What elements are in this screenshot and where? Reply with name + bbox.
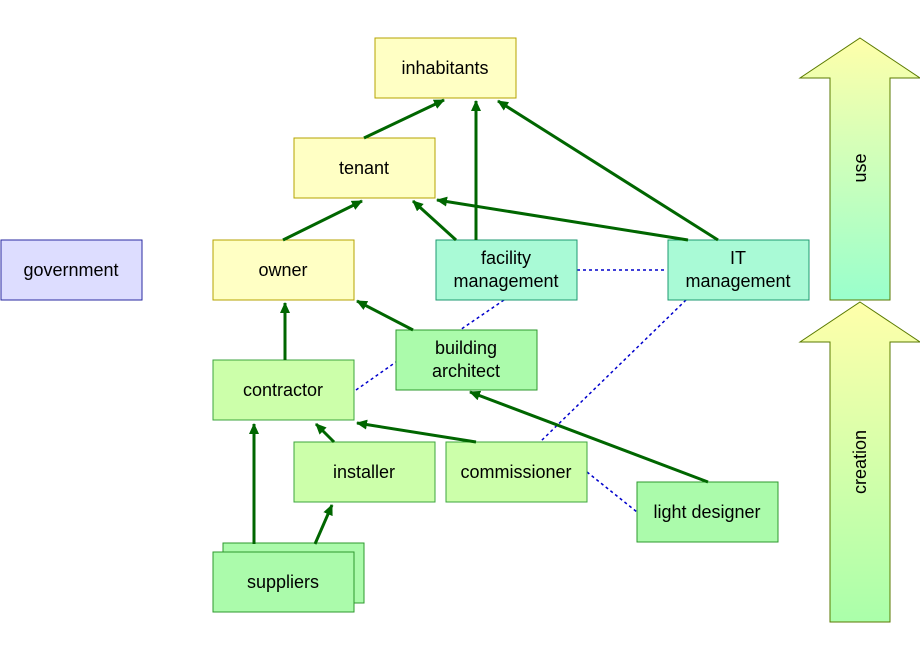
node-government: government bbox=[0, 239, 143, 301]
node-tenant: tenant bbox=[293, 137, 436, 199]
use-side-arrow: use bbox=[798, 37, 920, 301]
dotted-link-contractor-architect bbox=[355, 361, 397, 391]
node-it-management: IT management bbox=[667, 239, 810, 301]
building-architect-label-1: building bbox=[435, 338, 497, 358]
suppliers-label: suppliers bbox=[247, 572, 319, 592]
government-label: government bbox=[23, 260, 118, 280]
arrow-lightdesigner-to-architect bbox=[469, 390, 709, 484]
facility-management-label-1: facility bbox=[481, 248, 531, 268]
arrow-architect-to-owner bbox=[356, 299, 414, 332]
creation-side-arrow: creation bbox=[798, 301, 920, 623]
arrow-installer-to-contractor bbox=[314, 422, 336, 444]
tenant-label: tenant bbox=[339, 158, 389, 178]
arrow-it-to-tenant bbox=[436, 196, 689, 242]
node-inhabitants: inhabitants bbox=[374, 37, 517, 99]
node-suppliers: suppliers bbox=[212, 551, 355, 613]
arrow-owner-to-tenant bbox=[282, 199, 363, 242]
installer-label: installer bbox=[333, 462, 395, 482]
creation-label: creation bbox=[850, 430, 870, 494]
arrow-it-to-inhabitants bbox=[497, 99, 719, 242]
node-installer: installer bbox=[293, 441, 436, 503]
node-building-architect: building architect bbox=[395, 329, 538, 391]
use-label: use bbox=[850, 153, 870, 182]
node-facility-management: facility management bbox=[435, 239, 578, 301]
arrow-tenant-to-inhabitants bbox=[363, 98, 445, 140]
arrow-fm-to-tenant bbox=[411, 199, 458, 242]
node-contractor: contractor bbox=[212, 359, 355, 421]
node-commissioner: commissioner bbox=[445, 441, 588, 503]
commissioner-label: commissioner bbox=[460, 462, 571, 482]
facility-management-label-2: management bbox=[453, 271, 558, 291]
inhabitants-label: inhabitants bbox=[401, 58, 488, 78]
solid-arrows bbox=[249, 98, 719, 545]
contractor-label: contractor bbox=[243, 380, 323, 400]
arrow-commissioner-to-contractor bbox=[356, 419, 477, 444]
light-designer-label: light designer bbox=[653, 502, 760, 522]
dotted-link-fm-architect bbox=[459, 299, 505, 331]
building-architect-label-2: architect bbox=[432, 361, 500, 381]
dotted-links bbox=[355, 269, 687, 513]
owner-label: owner bbox=[258, 260, 307, 280]
dotted-link-commissioner-lightdesigner bbox=[586, 471, 638, 513]
arrow-suppliers-to-installer bbox=[313, 504, 334, 545]
dotted-link-it-commissioner bbox=[539, 299, 687, 443]
node-owner: owner bbox=[212, 239, 355, 301]
it-management-label-1: IT bbox=[730, 248, 746, 268]
it-management-label-2: management bbox=[685, 271, 790, 291]
node-light-designer: light designer bbox=[636, 481, 779, 543]
